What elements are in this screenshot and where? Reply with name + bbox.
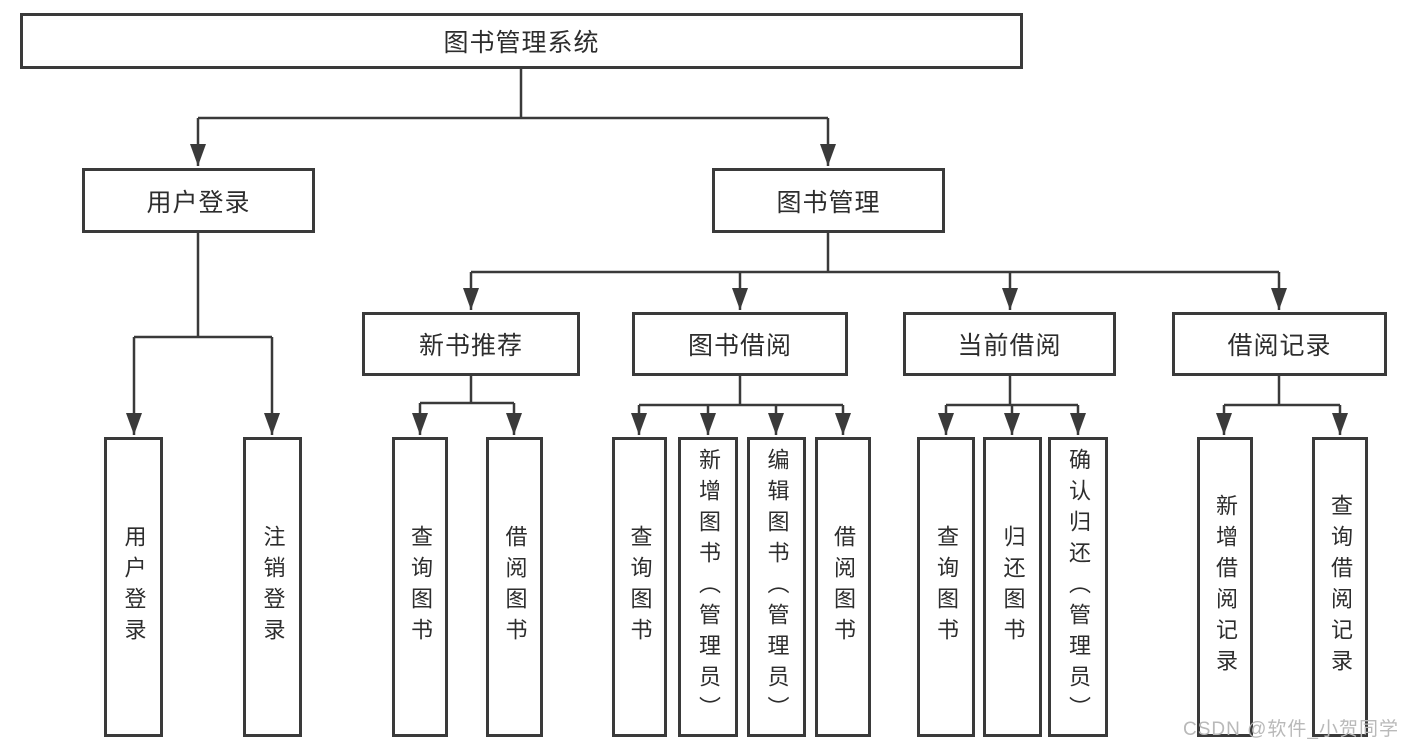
- node-label: 图书借阅: [687, 332, 792, 360]
- node-book-borrow: 图书借阅: [632, 312, 848, 376]
- node-label: 新增图书（管理员）: [696, 447, 721, 727]
- node-label: 图书管理: [776, 188, 881, 217]
- leaf-current-confirm-return-admin: 确认归还（管理员）: [1048, 437, 1108, 737]
- leaf-borrow-edit-books-admin: 编辑图书（管理员）: [747, 437, 806, 737]
- leaf-borrow-query-books: 查询图书: [612, 437, 667, 737]
- node-label: 查询图书: [408, 525, 433, 649]
- node-user-login: 用户登录: [82, 168, 315, 233]
- leaf-records-add-record: 新增借阅记录: [1197, 437, 1253, 737]
- leaf-records-query-record: 查询借阅记录: [1312, 437, 1368, 737]
- node-new-book-recommend: 新书推荐: [362, 312, 580, 376]
- node-label: 新书推荐: [418, 332, 523, 360]
- node-label: 查询借阅记录: [1328, 494, 1353, 680]
- node-label: 图书管理系统: [443, 29, 600, 57]
- leaf-user-login: 用户登录: [104, 437, 163, 737]
- node-label: 借阅图书: [831, 525, 856, 649]
- leaf-borrow-borrow-books: 借阅图书: [815, 437, 871, 737]
- node-label: 归还图书: [1000, 525, 1026, 649]
- leaf-current-query-books: 查询图书: [917, 437, 975, 737]
- node-label: 用户登录: [121, 525, 147, 649]
- node-label: 编辑图书（管理员）: [764, 447, 790, 727]
- node-label: 新增借阅记录: [1213, 494, 1238, 680]
- node-borrow-records: 借阅记录: [1172, 312, 1387, 376]
- node-label: 注销登录: [260, 525, 286, 649]
- node-label: 当前借阅: [957, 332, 1062, 360]
- node-current-borrow: 当前借阅: [903, 312, 1116, 376]
- node-label: 用户登录: [146, 188, 251, 217]
- node-label: 确认归还（管理员）: [1066, 447, 1091, 727]
- node-book-management: 图书管理: [712, 168, 945, 233]
- node-library-management-system: 图书管理系统: [20, 13, 1023, 69]
- node-label: 查询图书: [934, 525, 959, 649]
- node-label: 借阅图书: [502, 525, 528, 649]
- leaf-logout: 注销登录: [243, 437, 302, 737]
- leaf-recommend-borrow-books: 借阅图书: [486, 437, 543, 737]
- csdn-watermark: CSDN @软件_小贺同学: [1183, 719, 1399, 740]
- node-label: 查询图书: [627, 525, 653, 649]
- leaf-recommend-query-books: 查询图书: [392, 437, 448, 737]
- leaf-borrow-add-books-admin: 新增图书（管理员）: [678, 437, 738, 737]
- node-label: 借阅记录: [1227, 332, 1332, 360]
- leaf-current-return-books: 归还图书: [983, 437, 1042, 737]
